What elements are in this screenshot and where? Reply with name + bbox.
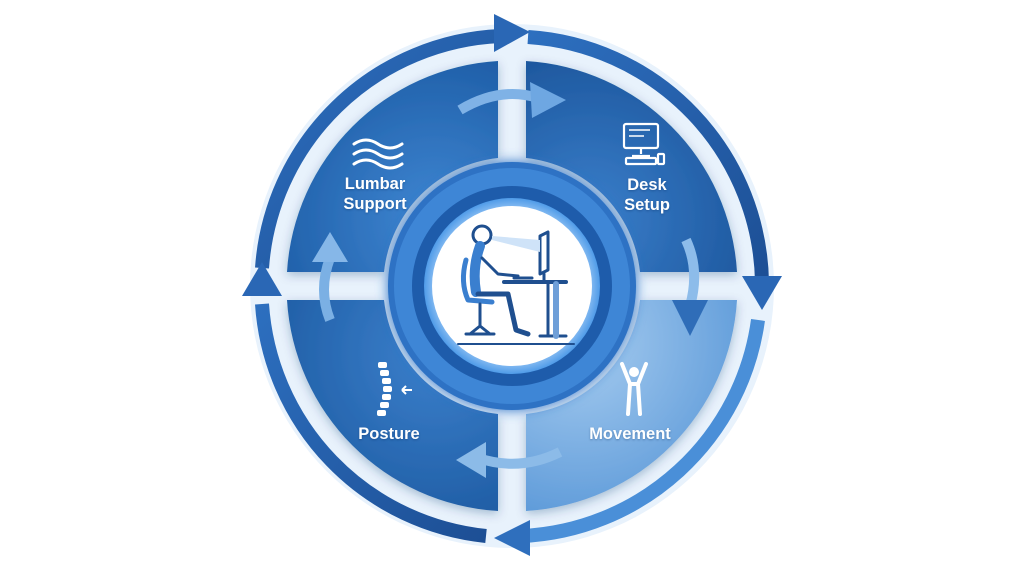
stretching-person-icon	[620, 362, 648, 416]
segment-posture[interactable]	[287, 300, 498, 511]
desk-setup-label-line1: Desk	[627, 176, 667, 194]
spine-icon	[377, 362, 412, 416]
computer-icon	[622, 122, 666, 166]
movement-label-line1: Movement	[589, 425, 671, 443]
posture-label: Posture	[309, 424, 469, 444]
lumbar-support-label: Lumbar Support	[295, 174, 455, 214]
lumbar-support-label-line2: Support	[343, 195, 407, 213]
movement-label: Movement	[550, 424, 710, 444]
ring-arc-bottom-right	[521, 319, 765, 543]
inner-arrowhead-left	[312, 232, 348, 262]
ring-arc-bottom-left	[255, 303, 487, 543]
person-at-desk-icon	[457, 224, 575, 345]
inner-arrowhead-right	[672, 300, 708, 336]
inner-arc-bottom	[476, 447, 563, 469]
ring-arrowhead-left	[242, 262, 282, 296]
inner-arc-top	[457, 89, 540, 115]
desk-setup-label-line2: Setup	[624, 196, 670, 214]
inner-flow-arrows	[319, 89, 700, 469]
ring-arc-top-left	[255, 29, 501, 269]
segment-desk-setup[interactable]	[526, 61, 737, 272]
lumbar-support-label-line1: Lumbar	[344, 175, 406, 193]
posture-label-line1: Posture	[358, 425, 420, 443]
ring-arrowhead-top	[494, 14, 530, 52]
waves-icon	[352, 138, 404, 170]
ring-arrowhead-bottom	[494, 520, 530, 556]
segment-movement[interactable]	[526, 300, 737, 511]
inner-arrowhead-bottom	[456, 442, 486, 478]
inner-arc-left	[319, 256, 335, 322]
outer-cycle-ring	[255, 29, 769, 543]
ring-arrowhead-right	[742, 276, 782, 310]
desk-setup-label: Desk Setup	[567, 175, 727, 215]
inner-arrowhead-top	[530, 82, 566, 118]
ring-arc-top-right	[527, 30, 769, 283]
center-disc-face	[432, 206, 592, 366]
inner-arc-right	[681, 237, 700, 308]
